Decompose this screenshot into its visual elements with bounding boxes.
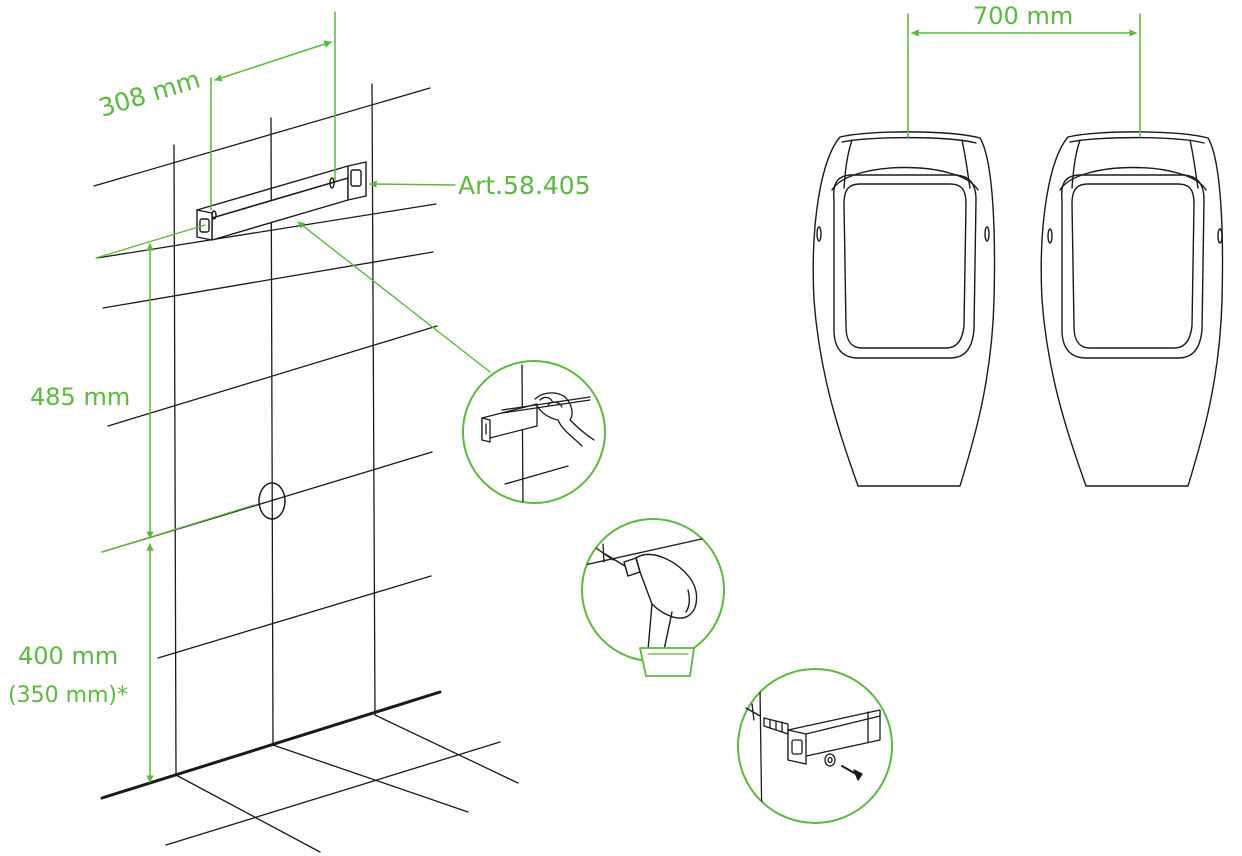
dimension-485-label: 485 mm: [30, 383, 130, 411]
mounting-bracket: [196, 161, 367, 241]
dimension-308-label: 308 mm: [95, 64, 203, 122]
dimension-400-label: 400 mm: [18, 642, 118, 670]
dimension-350-label: (350 mm)*: [8, 683, 128, 708]
wall-grid: [93, 83, 438, 776]
dimension-485: 485 mm: [30, 224, 255, 553]
article-callout: Art.58.405: [369, 171, 591, 200]
urinal-right: [1040, 131, 1224, 487]
drain-outlet: [258, 482, 286, 520]
dowel-screw-icon: [745, 703, 863, 781]
pencil-hand-icon: [501, 392, 595, 447]
urinal-icon: [1040, 131, 1224, 487]
detail-drilling: [581, 518, 725, 677]
detail-pointer: [297, 221, 491, 373]
detail-fixing: [737, 668, 893, 824]
detail-marking: [462, 360, 606, 504]
urinal-left: [812, 131, 996, 487]
article-label: Art.58.405: [458, 171, 591, 200]
drill-icon: [604, 553, 698, 677]
dimension-400: 400 mm (350 mm)*: [8, 543, 154, 783]
floor: [100, 690, 519, 853]
dimension-700-label: 700 mm: [973, 2, 1073, 30]
urinal-icon: [812, 131, 996, 487]
dimension-700: 700 mm: [907, 2, 1141, 138]
